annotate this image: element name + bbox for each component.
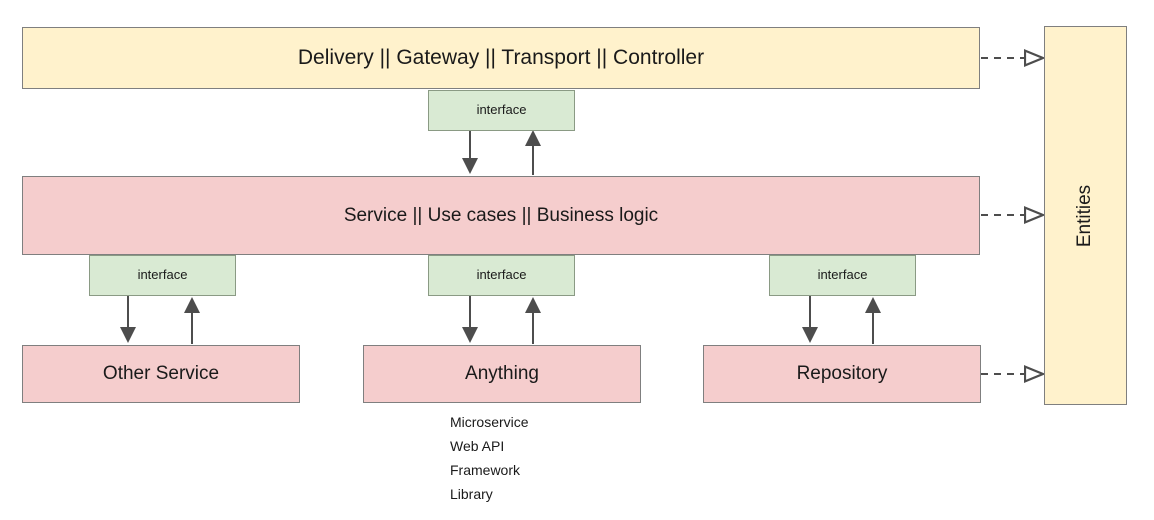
- adapter-repository-label: Repository: [796, 363, 888, 385]
- interface-delivery-service-label: interface: [476, 102, 527, 118]
- interface-repository-label: interface: [817, 267, 868, 283]
- adapter-other-service[interactable]: Other Service: [22, 345, 300, 403]
- anything-examples-list: Microservice Web API Framework Library: [450, 410, 529, 506]
- layer-service[interactable]: Service || Use cases || Business logic: [22, 176, 980, 255]
- interface-anything[interactable]: interface: [428, 255, 575, 296]
- entities-label: Entities: [1074, 184, 1096, 247]
- layer-delivery-label: Delivery || Gateway || Transport || Cont…: [297, 45, 705, 69]
- adapter-repository[interactable]: Repository: [703, 345, 981, 403]
- adapter-anything-label: Anything: [465, 363, 539, 385]
- interface-anything-label: interface: [476, 267, 527, 283]
- interface-delivery-service[interactable]: interface: [428, 90, 575, 131]
- list-item: Microservice: [450, 414, 529, 430]
- layer-service-label: Service || Use cases || Business logic: [343, 204, 659, 226]
- entities-box[interactable]: Entities: [1044, 26, 1127, 405]
- list-item: Web API: [450, 438, 505, 454]
- interface-other-service[interactable]: interface: [89, 255, 236, 296]
- adapter-other-service-label: Other Service: [102, 363, 220, 385]
- interface-repository[interactable]: interface: [769, 255, 916, 296]
- list-item: Library: [450, 486, 493, 502]
- adapter-anything[interactable]: Anything: [363, 345, 641, 403]
- interface-other-service-label: interface: [137, 267, 188, 283]
- layer-delivery[interactable]: Delivery || Gateway || Transport || Cont…: [22, 27, 980, 89]
- list-item: Framework: [450, 462, 521, 478]
